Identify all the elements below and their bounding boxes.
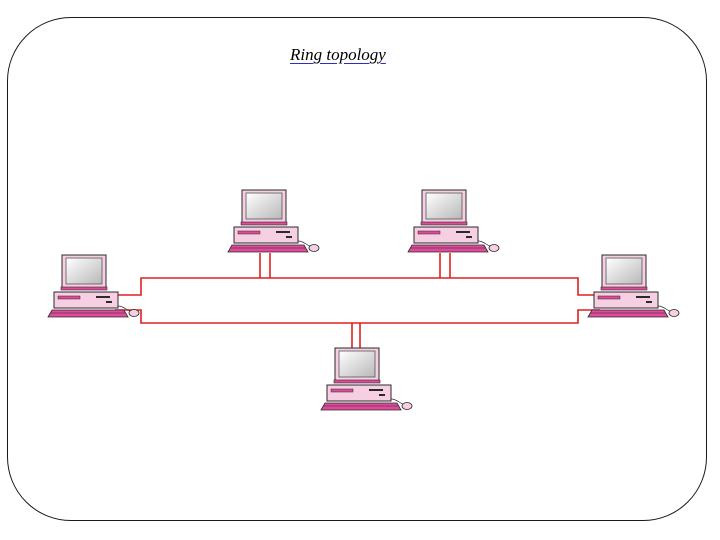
ring-cable xyxy=(115,253,600,348)
computer-1 xyxy=(227,189,320,253)
computer-5 xyxy=(320,347,413,411)
slide-title: Ring topology xyxy=(290,45,386,64)
computer-3 xyxy=(47,254,140,318)
computer-2 xyxy=(407,189,500,253)
computer-4 xyxy=(587,254,680,318)
slide-frame xyxy=(7,17,707,521)
